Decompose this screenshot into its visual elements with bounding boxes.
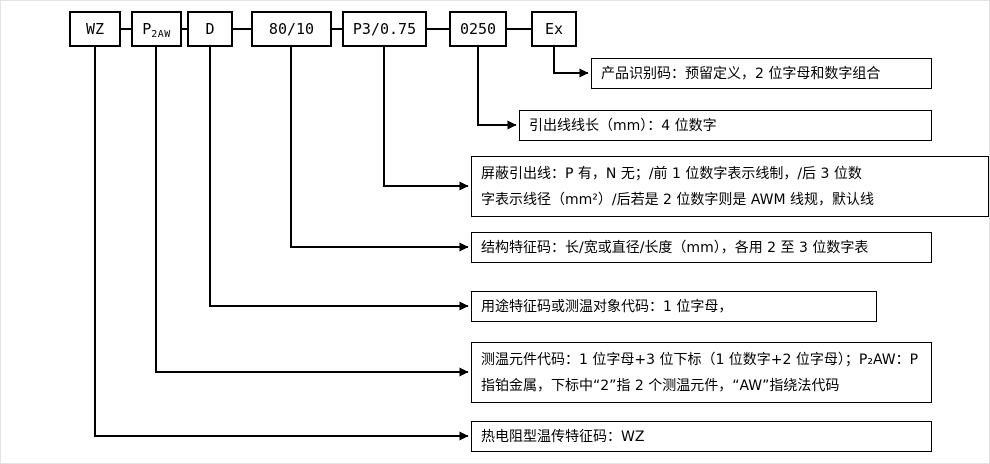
code-label: 0250 bbox=[459, 20, 497, 38]
desc-lead-wire-length: 引出线线长（mm）：4 位数字 bbox=[519, 110, 932, 141]
code-label: WZ bbox=[85, 20, 105, 38]
desc-product-id-code: 产品识别码：预留定义，2 位字母和数字组合 bbox=[591, 58, 932, 89]
code-box-0250: 0250 bbox=[449, 11, 507, 47]
code-box-p3-075: P3/0.75 bbox=[342, 11, 427, 47]
code-box-d: D bbox=[187, 11, 233, 47]
desc-text: 引出线线长（mm）：4 位数字 bbox=[529, 117, 717, 134]
desc-text: 结构特征码：长/宽或直径/长度（mm），各用 2 至 3 位数字表 bbox=[481, 239, 869, 256]
desc-structure-feature-code: 结构特征码：长/宽或直径/长度（mm），各用 2 至 3 位数字表 bbox=[471, 232, 932, 263]
desc-text: 用途特征码或测温对象代码：1 位字母， bbox=[481, 298, 733, 315]
code-label: P3/0.75 bbox=[352, 20, 417, 38]
code-box-wz: WZ bbox=[69, 11, 121, 47]
desc-text: 屏蔽引出线：P 有，N 无；/前 1 位数字表示线制，/后 3 位数 bbox=[481, 165, 862, 182]
code-sublabel: 2AW bbox=[151, 28, 171, 40]
desc-usage-feature-code: 用途特征码或测温对象代码：1 位字母， bbox=[471, 291, 877, 322]
desc-text: 指铂金属，下标中“2”指 2 个测温元件，“AW”指绕法代码 bbox=[481, 377, 840, 394]
code-label: P bbox=[142, 20, 152, 38]
desc-sensing-element-code: 测温元件代码：1 位字母+3 位下标（1 位数字+2 位字母）；P₂AW：P 指… bbox=[471, 342, 932, 403]
code-label: D bbox=[205, 20, 215, 38]
desc-shielded-lead-wire: 屏蔽引出线：P 有，N 无；/前 1 位数字表示线制，/后 3 位数 字表示线径… bbox=[471, 156, 989, 217]
code-label: Ex bbox=[544, 20, 564, 38]
code-box-ex: Ex bbox=[531, 11, 577, 47]
desc-text: 测温元件代码：1 位字母+3 位下标（1 位数字+2 位字母）；P₂AW：P bbox=[481, 351, 919, 368]
code-box-80-10: 80/10 bbox=[251, 11, 332, 47]
desc-text: 字表示线径（mm²）/后若是 2 位数字则是 AWM 线规，默认线 bbox=[481, 191, 875, 208]
desc-text: 热电阻型温传特征码：WZ bbox=[481, 428, 645, 445]
desc-text: 产品识别码：预留定义，2 位字母和数字组合 bbox=[601, 65, 881, 82]
desc-thermal-resistance-code: 热电阻型温传特征码：WZ bbox=[471, 421, 932, 452]
code-label: 80/10 bbox=[268, 20, 315, 38]
